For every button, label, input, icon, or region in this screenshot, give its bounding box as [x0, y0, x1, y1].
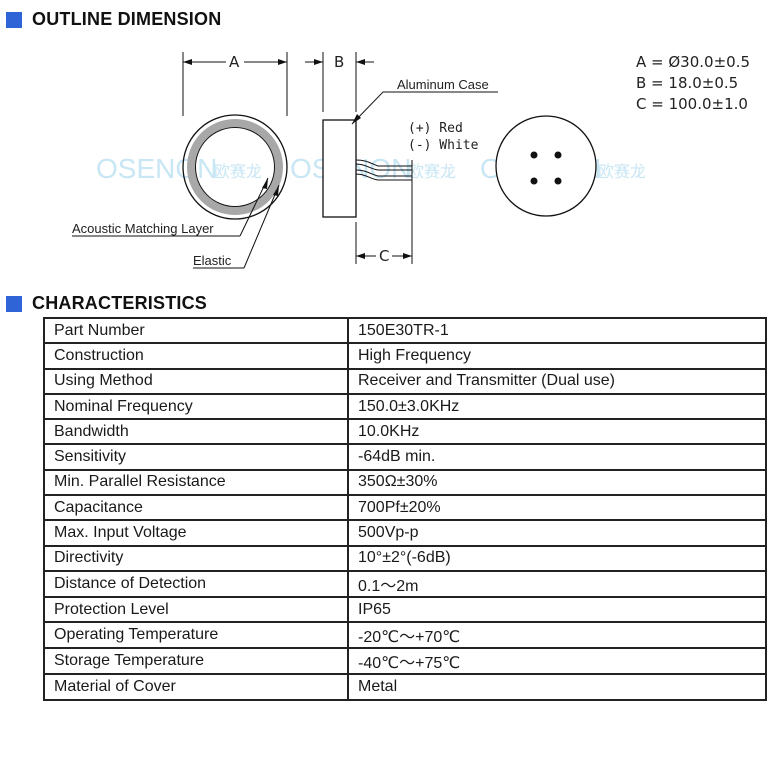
row-label: Using Method: [43, 367, 349, 395]
row-value: -64dB min.: [347, 443, 767, 471]
characteristics-title: CHARACTERISTICS: [32, 293, 208, 313]
row-label: Nominal Frequency: [43, 392, 349, 421]
row-value: 0.1～2m: [347, 569, 767, 598]
pin-dot: [554, 151, 562, 159]
spec-a: A = Ø30.0±0.5: [636, 53, 750, 71]
spec-c: C = 100.0±1.0: [636, 95, 748, 113]
row-value: 150E30TR-1: [347, 316, 767, 345]
row-value: 350Ω±30%: [347, 468, 767, 497]
row-value: 10°±2°(-6dB): [347, 544, 767, 572]
watermark-cn-2: 欧赛龙: [408, 162, 456, 181]
row-label: Material of Cover: [43, 673, 349, 701]
elastic-ring: [187, 119, 283, 215]
row-label: Storage Temperature: [43, 647, 349, 676]
inner-circle: [195, 127, 275, 207]
row-value: IP65: [347, 595, 767, 624]
row-label: Directivity: [43, 544, 349, 572]
watermark-cn-3: 欧赛龙: [598, 162, 646, 181]
dim-label-b: B: [334, 53, 344, 71]
acoustic-matching-layer-label: Acoustic Matching Layer: [72, 221, 214, 236]
outline-section-header: OUTLINE DIMENSION: [6, 9, 221, 30]
row-value: 10.0KHz: [347, 418, 767, 446]
row-label: Min. Parallel Resistance: [43, 468, 349, 497]
outline-diagram: OSENON 欧赛龙 OSENON 欧赛龙 OSENON 欧赛龙 A Acous…: [72, 52, 646, 269]
front-view: A Acoustic Matching Layer Elastic: [72, 52, 288, 269]
outer-circle: [182, 114, 288, 220]
row-value: Metal: [347, 673, 767, 701]
row-value: 150.0±3.0KHz: [347, 392, 767, 421]
table-row: Operating Temperature-20℃～+70℃: [43, 621, 767, 650]
row-value: -40℃～+75℃: [347, 647, 767, 676]
wire-white-label: (-) White: [408, 138, 479, 153]
watermark-brand-1: OSENON: [96, 153, 217, 184]
dim-label-c: C: [379, 247, 389, 265]
aluminum-case-label: Aluminum Case: [397, 77, 489, 92]
row-label: Part Number: [43, 316, 349, 345]
row-label: Operating Temperature: [43, 621, 349, 650]
dim-label-a: A: [229, 53, 240, 71]
spec-b: B = 18.0±0.5: [636, 74, 739, 92]
back-circle: [495, 115, 597, 217]
blue-square-icon: [6, 11, 22, 28]
row-label: Max. Input Voltage: [43, 519, 349, 547]
blue-square-icon: [6, 295, 22, 312]
watermark-cn-1: 欧赛龙: [214, 162, 262, 181]
row-label: Sensitivity: [43, 443, 349, 471]
characteristics-section-header: CHARACTERISTICS: [6, 293, 207, 314]
row-label: Protection Level: [43, 595, 349, 624]
row-label: Construction: [43, 342, 349, 370]
side-view: B Aluminum Case (+) Red (-) White C: [305, 52, 498, 265]
table-row: Storage Temperature-40℃～+75℃: [43, 647, 767, 676]
pin-dot: [530, 177, 538, 185]
pin-dot: [530, 151, 538, 159]
dimension-specs: A = Ø30.0±0.5 B = 18.0±0.5 C = 100.0±1.0: [636, 52, 750, 115]
row-label: Bandwidth: [43, 418, 349, 446]
row-value: Receiver and Transmitter (Dual use): [347, 367, 767, 395]
back-view: [495, 115, 597, 217]
case-body: [322, 119, 357, 218]
table-row: Sensitivity-64dB min.: [43, 443, 767, 471]
pin-dot: [554, 177, 562, 185]
wire-red-label: (+) Red: [408, 121, 463, 136]
row-value: 500Vp-p: [347, 519, 767, 547]
row-label: Capacitance: [43, 494, 349, 522]
row-value: 700Pf±20%: [347, 494, 767, 522]
elastic-label: Elastic: [193, 253, 232, 268]
row-label: Distance of Detection: [43, 569, 349, 598]
outline-title: OUTLINE DIMENSION: [32, 9, 222, 29]
row-value: High Frequency: [347, 342, 767, 370]
row-value: -20℃～+70℃: [347, 621, 767, 650]
